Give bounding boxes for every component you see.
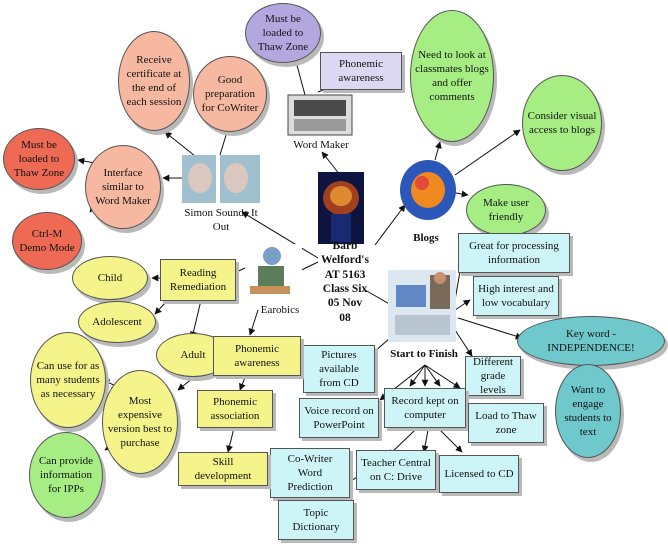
node-loaded-thaw-left: Must be loaded to Thaw Zone: [3, 128, 75, 190]
node-voice-record: Voice record on PowerPoint: [299, 398, 379, 438]
node-licensed-cd: Licensed to CD: [439, 455, 519, 493]
node-phonemic-awareness-mid: Phonemic awareness: [213, 336, 301, 376]
node-earobics: Earobics: [260, 303, 300, 316]
center-title: Barb Welford's AT 5163 Class Six 05 Nov …: [318, 240, 372, 324]
node-loaded-thaw-top: Must be loaded to Thaw Zone: [245, 3, 321, 63]
node-ctrl-m: Ctrl-M Demo Mode: [12, 212, 82, 270]
node-good-preparation: Good preparation for CoWriter: [193, 56, 267, 132]
node-reading-remediation: Reading Remediation: [160, 259, 236, 301]
node-cowriter: Co-Writer Word Prediction: [270, 448, 350, 498]
center-line-2: Welford's: [321, 254, 369, 267]
link-center-wordmaker: [321, 151, 341, 176]
node-use-many: Can use for as many students as necessar…: [30, 332, 106, 428]
center-line-5: 05 Nov 08: [327, 297, 363, 324]
node-receive-certificate: Receive certificate at the end of each s…: [118, 31, 190, 131]
node-most-expensive: Most expensive version best to purchase: [102, 370, 178, 474]
node-classmates-blogs: Need to look at classmates blogs and off…: [410, 10, 494, 142]
center-line-4: Class Six: [322, 283, 368, 295]
start-to-finish-image: [388, 270, 456, 342]
node-simon-sounds: Simon Sounds It Out: [184, 206, 258, 233]
node-adolescent: Adolescent: [78, 301, 156, 343]
node-blogs: Blogs: [413, 231, 439, 244]
node-make-user-friendly: Make user friendly: [466, 184, 546, 236]
word-maker-image: [287, 94, 353, 136]
center-line-1: Barb: [332, 239, 358, 252]
node-great-processing: Great for processing information: [458, 233, 570, 273]
node-key-word: Key word - INDEPENDENCE!: [517, 316, 665, 366]
node-consider-visual: Consider visual access to blogs: [522, 75, 602, 171]
node-topic-dictionary: Topic Dictionary: [278, 500, 354, 540]
node-different-grade: Different grade levels: [465, 356, 521, 396]
node-record-computer: Record kept on computer: [384, 388, 466, 428]
node-load-thaw-zone: Load to Thaw zone: [468, 403, 544, 443]
brain-image: [318, 172, 364, 244]
node-word-maker: Word Maker: [293, 138, 349, 151]
center-line-3: AT 5163: [324, 268, 366, 281]
node-phonemic-awareness-top: Phonemic awareness: [320, 52, 402, 90]
node-high-interest: High interest and low vocabulary: [473, 276, 559, 316]
node-child: Child: [72, 256, 148, 300]
link-center-blogs: [374, 204, 406, 246]
node-skill-development: Skill development: [178, 452, 268, 486]
node-provide-ipps: Can provide information for IPPs: [29, 432, 103, 518]
node-start-to-finish: Start to Finish: [390, 347, 458, 360]
node-pictures-cd: Pictures available from CD: [303, 345, 375, 393]
node-phonemic-association: Phonemic association: [197, 390, 273, 428]
node-engage-students: Want to engage students to text: [555, 364, 621, 458]
blogs-image: [400, 160, 456, 220]
simon-image: [182, 155, 260, 203]
node-interface-similar: Interface similar to Word Maker: [85, 145, 161, 229]
link-center-simon: [241, 211, 319, 259]
earobics-image: [246, 244, 302, 299]
node-teacher-central: Teacher Central on C: Drive: [356, 450, 436, 490]
